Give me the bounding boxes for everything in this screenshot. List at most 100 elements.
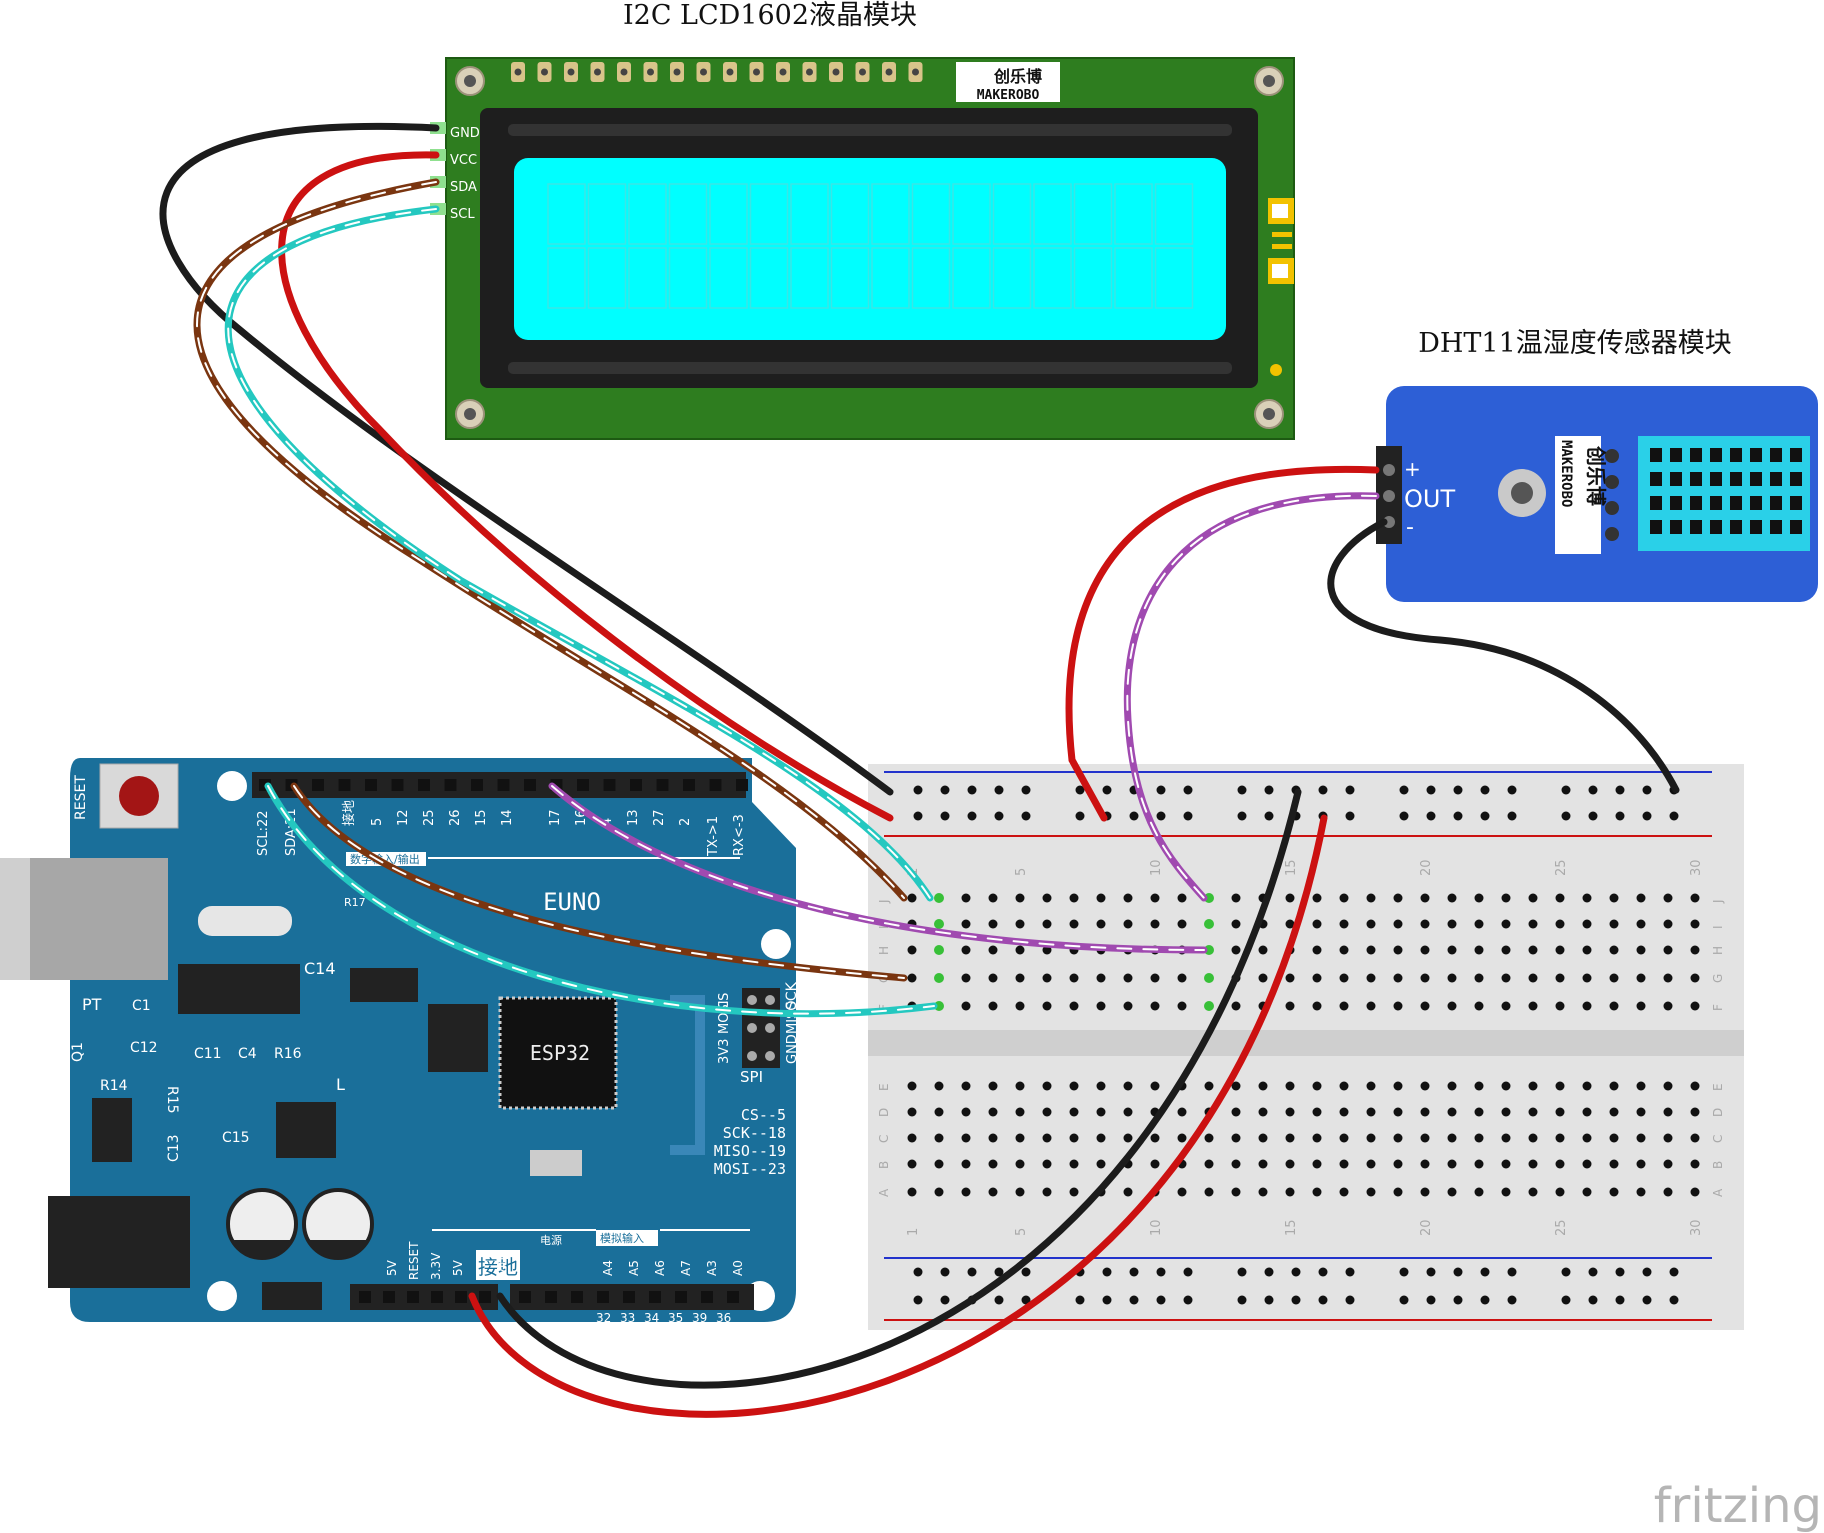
strip-hole — [1501, 1001, 1511, 1011]
lcd-header-pin-hole — [514, 68, 522, 76]
rail-hole — [1102, 1267, 1112, 1277]
strip-hole — [1636, 945, 1646, 955]
rail-hole — [1183, 1267, 1193, 1277]
strip-hole — [1015, 1187, 1025, 1197]
rail-hole — [1453, 811, 1463, 821]
rail-hole — [1183, 811, 1193, 821]
lcd-pin-vcc: VCC — [450, 153, 477, 168]
dht-brand-cn: 创乐博 — [1584, 445, 1608, 506]
dht-pin-minus: - — [1406, 515, 1414, 540]
row-letter: A — [1711, 1188, 1725, 1197]
strip-hole — [1123, 973, 1133, 983]
strip-hole — [1555, 1133, 1565, 1143]
strip-hole — [1663, 1133, 1673, 1143]
strip-hole — [1231, 1001, 1241, 1011]
connected-hole — [934, 919, 944, 929]
rail-hole — [1399, 785, 1409, 795]
digital-pin-label: 2 — [678, 818, 693, 826]
strip-hole — [1015, 1133, 1025, 1143]
dht-grille-slot — [1770, 496, 1782, 510]
dht-grille-slot — [1790, 472, 1802, 486]
column-number: 25 — [1554, 1219, 1569, 1236]
strip-hole — [1555, 1107, 1565, 1117]
strip-hole — [1042, 919, 1052, 929]
digital-pin-label: 接地 — [341, 800, 357, 826]
wire-dht-vcc — [1065, 465, 1380, 822]
strip-hole — [934, 1187, 944, 1197]
strip-hole — [1690, 1133, 1700, 1143]
strip-hole — [1528, 919, 1538, 929]
digital-header-pin — [471, 779, 483, 791]
lcd-cell — [1114, 247, 1153, 309]
digital-pin-label: 13 — [626, 809, 641, 826]
strip-hole — [1339, 1159, 1349, 1169]
strip-hole — [1042, 1107, 1052, 1117]
lcd-cell — [547, 247, 586, 309]
strip-hole — [1312, 919, 1322, 929]
component-labels: C14 PT C1 C12 Q1 R14 R15 C11 C4 R16 C15 … — [70, 896, 366, 1162]
strip-hole — [1474, 1001, 1484, 1011]
strip-hole — [1285, 1159, 1295, 1169]
wires — [159, 123, 1680, 1418]
digital-pin-label: TX->1 — [706, 816, 721, 857]
strip-hole — [1393, 893, 1403, 903]
strip-hole — [1339, 1187, 1349, 1197]
power-pin-label: 5V — [385, 1259, 399, 1276]
dht-grille-slot — [1730, 496, 1742, 510]
strip-hole — [1447, 973, 1457, 983]
strip-hole — [1420, 1159, 1430, 1169]
strip-hole — [1312, 893, 1322, 903]
dht-grille-slot — [1790, 520, 1802, 534]
strip-hole — [907, 945, 917, 955]
digital-header-pin — [418, 779, 430, 791]
dht-grille-slot — [1710, 472, 1722, 486]
lcd-cell — [790, 183, 829, 245]
rail-hole — [1399, 1295, 1409, 1305]
label-q1: Q1 — [70, 1042, 86, 1062]
rail-hole — [1426, 785, 1436, 795]
rail-hole — [1156, 1267, 1166, 1277]
connected-hole — [934, 945, 944, 955]
strip-hole — [1636, 1001, 1646, 1011]
digital-header-pin — [365, 779, 377, 791]
row-letter: F — [1711, 1004, 1725, 1011]
wire-dht-gnd — [1327, 518, 1680, 794]
strip-hole — [1231, 945, 1241, 955]
dht-grille-slot — [1650, 472, 1662, 486]
strip-hole — [907, 1187, 917, 1197]
strip-hole — [1582, 893, 1592, 903]
strip-hole — [1150, 1159, 1160, 1169]
lcd-header-pin-hole — [541, 68, 548, 76]
strip-hole — [1663, 893, 1673, 903]
dht-pin-out: OUT — [1404, 485, 1455, 513]
strip-hole — [1096, 973, 1106, 983]
strip-hole — [1258, 1133, 1268, 1143]
lcd-cell — [1033, 183, 1072, 245]
analog-pin-number: 36 — [716, 1311, 731, 1325]
lcd-module: 创乐博 MAKEROBO GND VCC SDA SCL — [430, 57, 1295, 440]
dht-grille-slot — [1770, 472, 1782, 486]
rail-hole — [1561, 1295, 1571, 1305]
rail-hole — [1156, 811, 1166, 821]
label-c11: C11 — [194, 1046, 222, 1062]
lcd-cell — [911, 247, 951, 309]
lcd-cell — [587, 183, 627, 245]
label-r14: R14 — [100, 1078, 128, 1094]
strip-hole — [961, 1107, 971, 1117]
lcd-header-pin-hole — [859, 68, 866, 76]
rail-hole — [1507, 811, 1517, 821]
analog-header-pin — [545, 1291, 557, 1303]
digital-pin-label: RX<-3 — [732, 814, 747, 856]
rail-hole — [1345, 785, 1355, 795]
strip-hole — [1204, 1081, 1214, 1091]
strip-hole — [1528, 1133, 1538, 1143]
dht-grille-slot — [1770, 520, 1782, 534]
strip-hole — [1690, 973, 1700, 983]
row-letter: G — [1711, 974, 1725, 983]
analog-pin-label: A6 — [653, 1260, 667, 1276]
strip-hole — [1366, 1159, 1376, 1169]
strip-hole — [1582, 1001, 1592, 1011]
strip-hole — [988, 919, 998, 929]
row-letter: D — [1711, 1108, 1725, 1117]
